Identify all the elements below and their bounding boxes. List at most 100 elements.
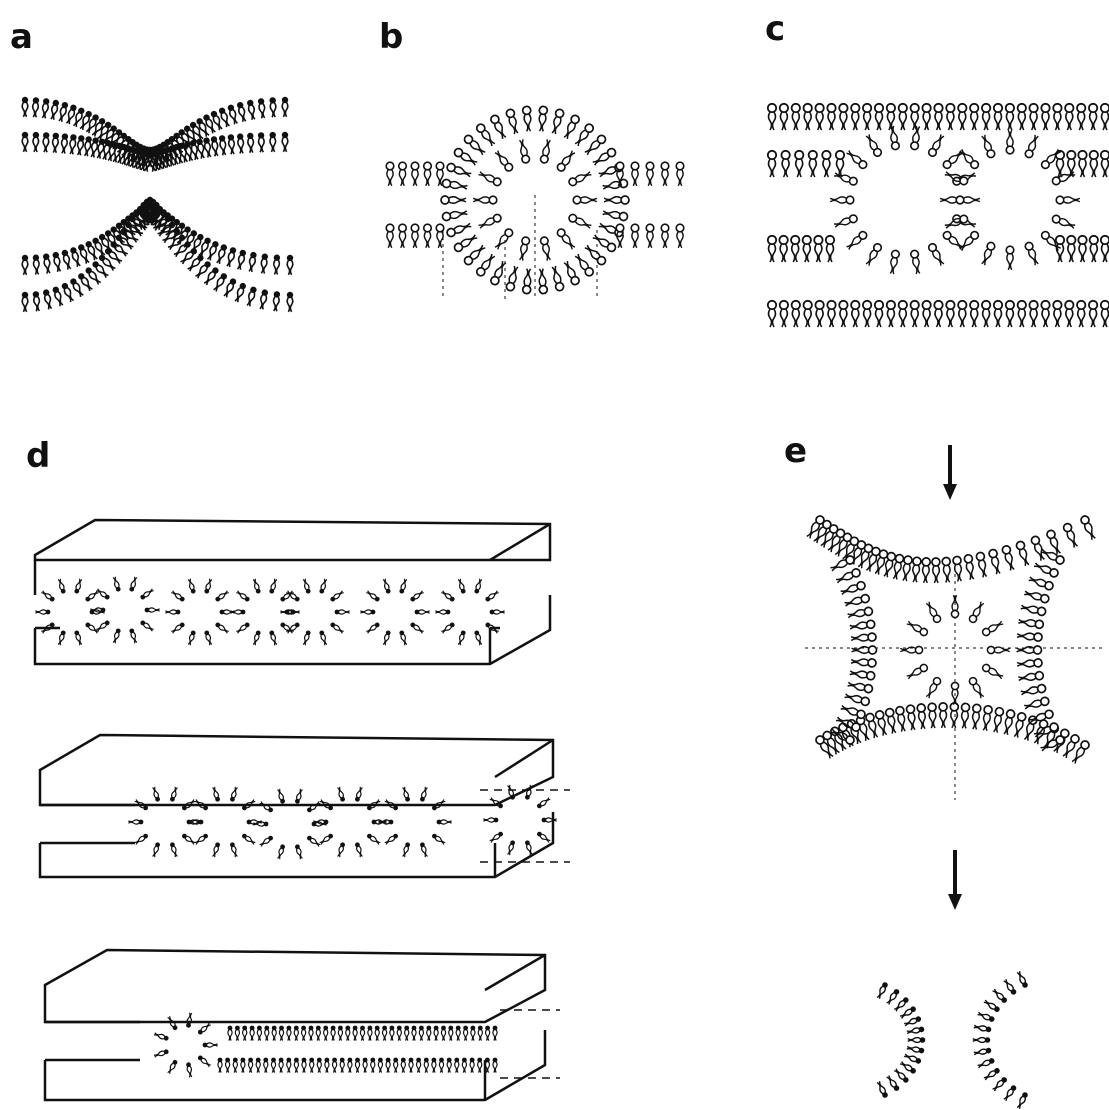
lipid-glyph	[442, 209, 468, 221]
lipid-glyph	[336, 786, 345, 802]
lipid-glyph	[1020, 684, 1046, 697]
lipid-glyph	[453, 233, 478, 253]
lipid-glyph	[32, 132, 39, 152]
lipid-glyph	[906, 620, 929, 637]
lipid-glyph	[171, 590, 186, 603]
lipid-glyph	[272, 1026, 277, 1041]
lipid-glyph	[345, 1026, 350, 1041]
lipid-glyph	[1018, 617, 1044, 628]
lipid-glyph	[562, 260, 580, 286]
lipid-glyph	[186, 1012, 193, 1028]
lipid-glyph	[826, 236, 834, 262]
lipid-glyph	[269, 630, 278, 646]
lipid-glyph	[1028, 575, 1054, 591]
lipid-glyph	[939, 703, 947, 728]
panel-a-stalk	[22, 97, 293, 312]
lipid-glyph	[235, 1026, 240, 1041]
lipid-glyph	[1077, 301, 1085, 327]
lipid-glyph	[562, 114, 580, 140]
lipid-glyph	[319, 578, 328, 594]
lipid-glyph	[493, 227, 514, 250]
lipid-glyph	[477, 1058, 482, 1073]
lipid-glyph	[646, 162, 654, 186]
lipid-glyph	[279, 1058, 284, 1073]
lipid-glyph	[804, 301, 812, 327]
lipid-glyph	[1033, 561, 1059, 578]
lipid-glyph	[1024, 696, 1050, 710]
lipid-glyph	[454, 1058, 459, 1073]
lipid-glyph	[1016, 1091, 1029, 1109]
lipid-glyph	[827, 104, 835, 130]
lipid-glyph	[179, 247, 198, 265]
lipid-glyph	[792, 301, 800, 327]
lipid-glyph	[906, 663, 929, 680]
lipid-glyph	[22, 255, 28, 275]
lipid-glyph	[768, 236, 776, 262]
lipid-glyph	[518, 236, 531, 261]
lipid-glyph	[409, 1058, 414, 1073]
lipid-glyph	[983, 999, 1001, 1013]
lipid-glyph	[886, 1075, 901, 1092]
lipid-glyph	[353, 1026, 358, 1041]
lipid-glyph	[426, 1026, 431, 1041]
lipid-glyph	[382, 578, 391, 594]
lipid-glyph	[194, 260, 212, 279]
lipid-glyph	[863, 104, 871, 130]
lipid-glyph	[792, 104, 800, 130]
lipid-glyph	[815, 104, 823, 130]
panel-e-intermediate	[805, 445, 1105, 1109]
lipid-glyph	[646, 224, 654, 248]
lipid-glyph	[550, 108, 564, 134]
lipid-glyph	[1006, 130, 1014, 154]
lipid-glyph	[992, 1076, 1009, 1092]
lipid-glyph	[1101, 104, 1109, 130]
lipid-glyph	[876, 981, 889, 999]
lipid-glyph	[474, 630, 483, 646]
lipid-glyph	[84, 590, 99, 603]
lipid-glyph	[286, 1058, 291, 1073]
lipid-glyph	[446, 221, 472, 237]
lipid-glyph	[804, 104, 812, 130]
lipid-glyph	[338, 1026, 343, 1041]
lipid-glyph	[934, 104, 942, 130]
lipid-glyph	[52, 133, 60, 153]
lipid-glyph	[236, 590, 251, 603]
lipid-glyph	[463, 1026, 468, 1041]
lipid-glyph	[390, 1026, 395, 1041]
lipid-glyph	[524, 840, 533, 856]
lipid-glyph	[911, 301, 919, 327]
lipid-glyph	[540, 139, 553, 164]
slab-2	[40, 735, 570, 877]
lipid-glyph	[849, 620, 875, 631]
lipid-glyph	[370, 1058, 375, 1073]
lipid-glyph	[329, 590, 344, 603]
lipid-glyph	[154, 1049, 170, 1059]
lipid-glyph	[76, 135, 85, 156]
lipid-glyph	[1016, 971, 1029, 989]
lipid-glyph	[302, 578, 311, 594]
lipid-glyph	[1089, 104, 1097, 130]
lipid-glyph	[434, 1026, 439, 1041]
lipid-glyph	[214, 622, 229, 635]
lipid-glyph	[1003, 1084, 1018, 1101]
lipid-glyph	[247, 251, 257, 272]
lipid-glyph	[768, 104, 776, 130]
lipid-glyph	[399, 224, 407, 248]
lipid-glyph	[236, 249, 247, 270]
lipid-glyph	[22, 132, 28, 152]
lipid-glyph	[397, 1026, 402, 1041]
lipid-glyph	[42, 289, 53, 310]
panel-label-d: d	[26, 436, 50, 476]
lipid-glyph	[478, 1026, 483, 1041]
lipid-glyph	[932, 558, 940, 583]
lipid-glyph	[57, 578, 66, 594]
lipid-glyph	[258, 98, 267, 119]
lipid-glyph	[401, 842, 410, 858]
lipid-glyph	[522, 106, 532, 132]
lipid-glyph	[950, 703, 959, 728]
lipid-glyph	[441, 1026, 446, 1041]
lipid-glyph	[1053, 301, 1061, 327]
lipid-glyph	[1101, 301, 1109, 327]
lipid-glyph	[453, 147, 478, 167]
lipid-glyph	[294, 1058, 299, 1073]
